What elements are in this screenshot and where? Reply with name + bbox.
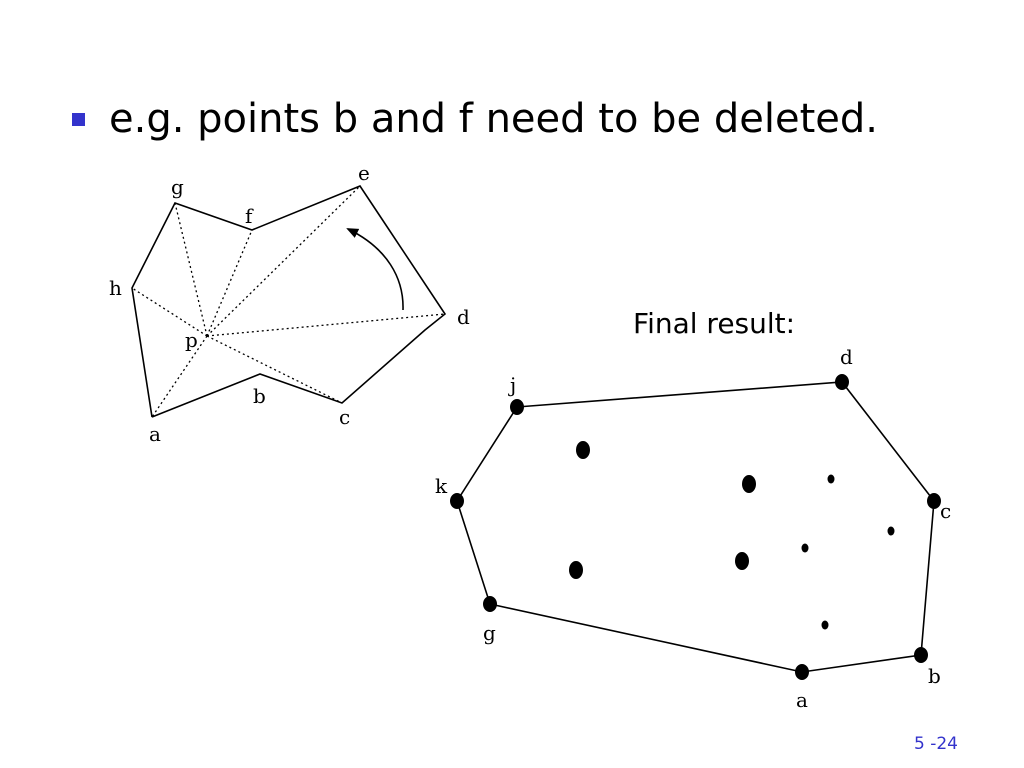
left-label-h: h <box>109 276 122 300</box>
left-label-a: a <box>149 422 161 446</box>
interior-point-small <box>827 474 835 484</box>
right-label-b: b <box>928 664 941 688</box>
left-label-c: c <box>339 405 350 429</box>
interior-point <box>569 561 583 579</box>
left-label-d: d <box>457 305 470 329</box>
right-hull-diagram: j d k c g b a <box>435 345 951 712</box>
hull-vertex-g <box>483 596 497 612</box>
bullet-square-icon <box>72 112 85 126</box>
interior-point <box>735 552 749 570</box>
final-result-label: Final result: <box>633 307 796 340</box>
left-label-g: g <box>171 175 184 199</box>
right-label-j: j <box>508 373 516 397</box>
right-hull-edges <box>456 381 935 673</box>
interior-point-small <box>887 526 895 536</box>
left-label-f: f <box>245 204 254 228</box>
left-dotted-radials <box>131 185 446 418</box>
bullet-row: e.g. points b and f need to be deleted. <box>72 96 878 142</box>
hull-vertices <box>450 374 941 680</box>
left-polygon-diagram: g f e h d p b c a <box>109 161 470 446</box>
right-label-d: d <box>840 345 853 369</box>
hull-vertex-k <box>450 493 464 509</box>
right-label-k: k <box>435 474 448 498</box>
left-label-p: p <box>185 328 198 352</box>
left-polygon-edges <box>131 185 447 418</box>
bullet-text: e.g. points b and f need to be deleted. <box>109 96 878 142</box>
interior-point <box>742 475 756 493</box>
hull-vertex-j <box>510 399 524 415</box>
hull-vertex-c <box>927 493 941 509</box>
interior-point-small <box>801 543 809 553</box>
right-label-a: a <box>796 688 808 712</box>
interior-point-small <box>821 620 829 630</box>
hull-vertex-a <box>795 664 809 680</box>
hull-vertex-d <box>835 374 849 390</box>
interior-points <box>569 441 895 630</box>
interior-point <box>576 441 590 459</box>
page-number: 5 -24 <box>914 734 958 754</box>
hull-vertex-b <box>914 647 928 663</box>
rotation-arrow <box>346 228 404 311</box>
right-label-c: c <box>940 499 951 523</box>
left-label-b: b <box>253 384 266 408</box>
left-label-e: e <box>358 161 370 185</box>
right-label-g: g <box>483 621 496 645</box>
